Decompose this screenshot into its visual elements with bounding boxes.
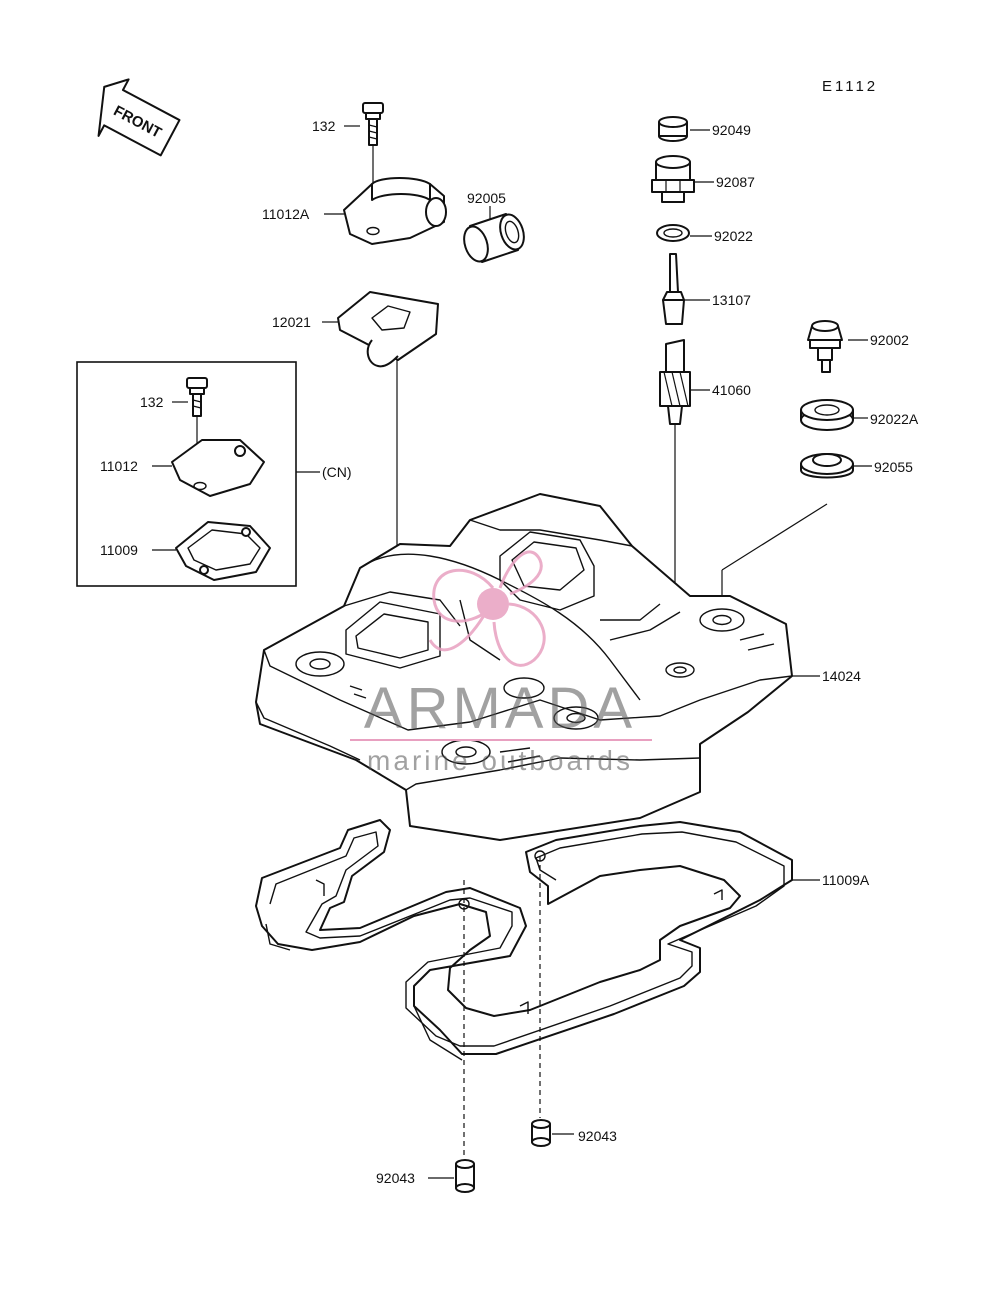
- label-41060: 41060: [712, 382, 751, 398]
- watermark-logo: [428, 550, 546, 667]
- watermark-brand: ARMADA: [364, 676, 636, 741]
- label-11012: 11012: [100, 458, 138, 474]
- plug-92049: [658, 116, 688, 142]
- cylinder-head-cover-14024: [255, 493, 793, 841]
- label-132-inset: 132: [140, 394, 164, 410]
- fitting-92087: [651, 155, 695, 203]
- label-92022: 92022: [714, 228, 753, 244]
- label-inset-cn: (CN): [322, 464, 352, 480]
- pipe-92005: [463, 213, 525, 263]
- shaft-13107: [662, 253, 685, 325]
- label-92005: 92005: [467, 190, 506, 206]
- label-92049: 92049: [712, 122, 751, 138]
- label-132-top: 132: [312, 118, 336, 134]
- label-11012A: 11012A: [262, 206, 310, 222]
- label-11009A: 11009A: [822, 872, 870, 888]
- label-92022A: 92022A: [870, 411, 919, 427]
- cover-11012: [171, 439, 265, 497]
- dowel-92043-left: [455, 1159, 475, 1193]
- label-92043-right: 92043: [578, 1128, 617, 1144]
- watermark-tagline: marine outboards: [367, 745, 633, 776]
- washer-92022A: [800, 399, 854, 431]
- diagram-code: E1112: [822, 78, 878, 95]
- gasket-11009: [175, 521, 271, 581]
- label-92087: 92087: [716, 174, 755, 190]
- gear-41060: [659, 339, 691, 665]
- grommet-92055: [800, 453, 854, 479]
- washer-92022: [656, 224, 690, 242]
- inset-box-cn: [76, 361, 297, 587]
- bolt-92002: [807, 320, 843, 373]
- label-11009: 11009: [100, 542, 138, 558]
- label-12021: 12021: [272, 314, 311, 330]
- bolt-132-top: [362, 102, 384, 228]
- label-14024: 14024: [822, 668, 861, 684]
- label-92002: 92002: [870, 332, 909, 348]
- dowel-92043-right: [531, 1119, 551, 1147]
- gasket-11009A: [255, 819, 793, 1061]
- label-13107: 13107: [712, 292, 751, 308]
- front-arrow-icon: FRONT: [97, 78, 181, 157]
- label-92043-left: 92043: [376, 1170, 415, 1186]
- breather-cover-11012A: [343, 177, 447, 245]
- label-92055: 92055: [874, 459, 913, 475]
